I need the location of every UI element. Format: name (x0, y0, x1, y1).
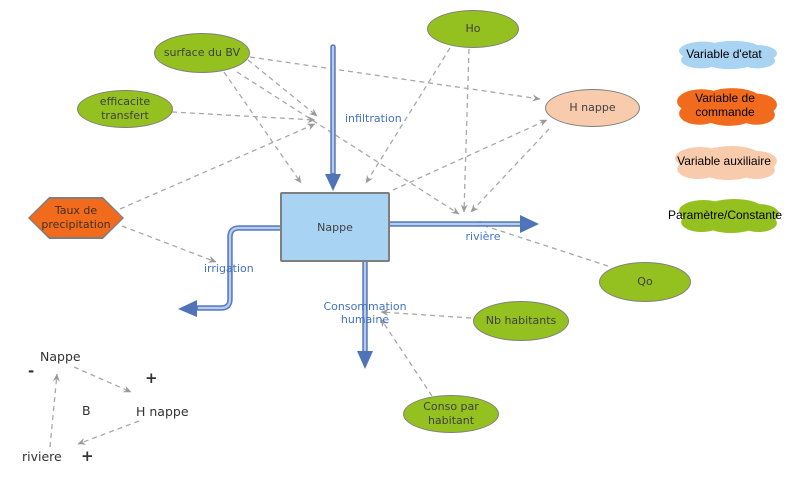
node-h-nappe[interactable]: H nappe (545, 89, 640, 127)
arrowhead-irrigation (178, 300, 197, 317)
node-qo-label: Qo (637, 275, 653, 289)
loop-arrow-hnappe-to-riviere (77, 420, 140, 445)
flow-label-riviere[interactable]: rivière (465, 230, 501, 243)
loop-node-h-nappe: H nappe (136, 404, 189, 419)
connector-efficacite-to-infiltration (171, 111, 316, 124)
arrowhead-infiltration (325, 174, 341, 191)
pipe-irrigation-inner (197, 226, 282, 310)
loop-arrow-nappe-to-hnappe (73, 366, 132, 393)
connector-surface-to-nappe (223, 71, 302, 184)
legend-cloud-state (679, 40, 777, 70)
node-surface-du-bv-label: surface du BV (163, 46, 241, 60)
arrowhead-consommation (357, 351, 373, 369)
stock-nappe[interactable]: Nappe (280, 192, 390, 262)
legend-cloud-parameter (679, 199, 779, 233)
legend-label-state: Variable d'etat (686, 47, 762, 61)
loop-node-riviere: riviere (22, 449, 62, 464)
node-ho[interactable]: Ho (427, 10, 519, 48)
node-nb-habitants-label: Nb habitants (485, 314, 557, 328)
connector-surface-to-hnappe (249, 56, 541, 102)
node-taux-precipitation-label: Taux de precipitation (41, 204, 111, 231)
hexagon-fill (29, 198, 123, 238)
loop-label-b: B (82, 403, 91, 418)
node-h-nappe-label: H nappe (569, 101, 616, 115)
connector-ho-to-riviere (460, 48, 470, 213)
node-conso-par-habitant-label: Conso par habitant (423, 400, 479, 427)
stock-nappe-label: Nappe (317, 220, 353, 234)
node-taux-precipitation[interactable]: Taux de precipitation (28, 197, 124, 239)
node-ho-label: Ho (465, 22, 481, 36)
node-efficacite-transfert[interactable]: efficacite transfert (77, 90, 173, 128)
flow-label-irrigation[interactable]: irrigation (204, 262, 254, 275)
loop-sign-minus: - (28, 362, 35, 380)
loop-node-nappe: Nappe (40, 349, 81, 364)
loop-arrow-riviere-to-nappe (49, 373, 60, 448)
connector-consohab-to-consommation (380, 318, 433, 397)
legend-label-parameter: Paramètre/Constante (667, 208, 783, 222)
node-conso-par-habitant[interactable]: Conso par habitant (403, 395, 499, 433)
flow-pipes (178, 44, 539, 369)
node-qo[interactable]: Qo (599, 262, 691, 302)
arrowhead-riviere (520, 215, 539, 233)
legend-cloud-command (677, 88, 777, 126)
node-surface-du-bv[interactable]: surface du BV (154, 33, 250, 73)
flow-label-infiltration[interactable]: infiltration (345, 112, 402, 125)
connector-qo-to-riviere (472, 220, 609, 267)
connector-nappe-to-hnappe (392, 119, 548, 191)
loop-sign-plus-bottom: + (81, 447, 94, 465)
connector-nbhab-to-consommation (380, 309, 472, 319)
connector-surface-to-riviere (236, 71, 460, 215)
connector-hnappe-to-riviere (470, 128, 550, 213)
legend-label-command: Variable de commande (695, 91, 755, 119)
legend-label-auxiliary: Variable auxiliaire (677, 154, 771, 168)
connector-taux-to-irrigation (121, 225, 217, 263)
flow-label-consommation[interactable]: Consommation humaine (323, 300, 407, 327)
legend-cloud-auxiliary (675, 146, 777, 180)
connector-surface-to-infiltration (247, 59, 318, 117)
node-nb-habitants[interactable]: Nb habitants (473, 301, 569, 341)
loop-sign-plus-top: + (145, 369, 158, 387)
node-efficacite-transfert-label: efficacite transfert (99, 95, 151, 122)
